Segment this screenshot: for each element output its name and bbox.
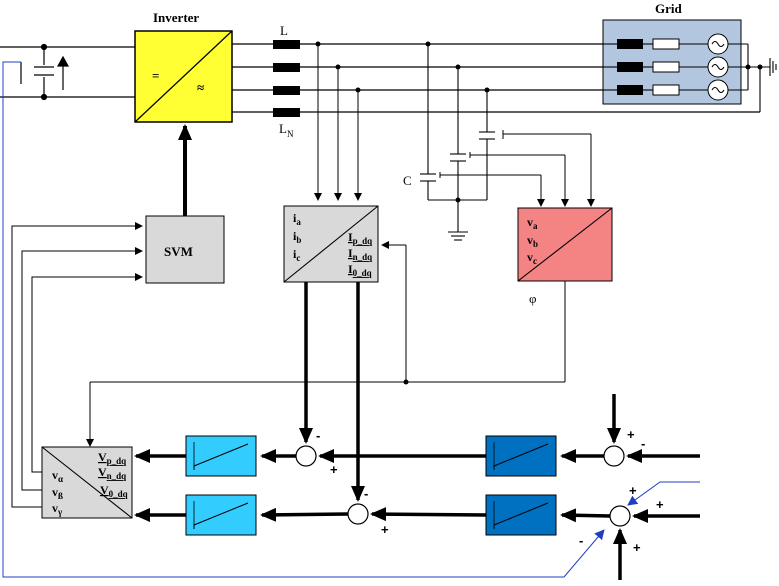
sign-plus-2: + — [381, 522, 389, 537]
ac-symbol: ≈ — [197, 80, 204, 95]
inverse-input-n: Vn_dq — [98, 465, 126, 481]
sign-plus-6: + — [633, 540, 641, 555]
line-inductors — [273, 40, 300, 117]
current-transform-block: ia ib ic Ip_dq In_dq I0_dq — [283, 205, 379, 283]
sign-minus-1: - — [316, 428, 320, 443]
sign-plus-4: + — [629, 483, 637, 498]
current-input-a: ia — [293, 211, 301, 227]
svm-feedback-wires — [11, 222, 143, 508]
voltage-input-c: vc — [527, 250, 537, 266]
sign-minus-3: - — [641, 436, 645, 451]
dc-symbol: = — [152, 68, 159, 83]
neutral-inductor-label: LN — [279, 121, 294, 139]
svm-block: SVM — [145, 215, 225, 284]
voltage-transform-block: va vb vc — [517, 207, 613, 282]
svm-label: SVM — [164, 244, 193, 259]
capacitor-label: C — [403, 173, 412, 188]
controller-light-top — [185, 435, 257, 477]
inverse-output-beta: vß — [52, 485, 63, 501]
sign-plus-5: + — [656, 497, 664, 512]
grid-label: Grid — [655, 1, 682, 16]
controller-dark-top — [485, 435, 557, 477]
sign-minus-2: - — [364, 486, 368, 501]
current-output-n: In_dq — [348, 246, 372, 262]
controller-dark-bottom — [485, 494, 557, 536]
phi-feedback-black — [86, 241, 566, 447]
inverter-label: Inverter — [153, 10, 199, 25]
inverse-output-alpha: vα — [52, 468, 63, 484]
current-input-b: ib — [293, 229, 301, 245]
current-output-0: I0_dq — [348, 262, 372, 278]
junction-signs: - + - + + - + + - + — [316, 427, 664, 555]
inverse-input-0: V0_dq — [100, 483, 128, 499]
current-input-c: ic — [293, 247, 300, 263]
blue-feedback-lines — [2, 61, 700, 578]
dc-source — [0, 43, 135, 101]
voltage-sense-wires — [439, 130, 595, 207]
voltage-input-a: va — [527, 215, 538, 231]
phi-label: φ — [529, 291, 537, 306]
controller-light-bottom — [185, 494, 257, 536]
current-sense-wires — [314, 44, 362, 201]
sign-plus-3: + — [627, 427, 635, 442]
sign-plus-1: + — [330, 462, 338, 477]
inverse-transform-block: Vp_dq Vn_dq V0_dq vα vß vγ — [41, 446, 133, 519]
signal-paths — [134, 282, 700, 580]
inductor-label: L — [280, 23, 288, 38]
summing-junctions — [295, 445, 631, 527]
capacitor-bank — [420, 44, 495, 241]
inverse-output-gamma: vγ — [52, 501, 63, 517]
voltage-input-b: vb — [527, 233, 538, 249]
inverse-input-p: Vp_dq — [98, 450, 126, 466]
grid-block — [602, 19, 777, 112]
inverter-block: = ≈ — [134, 30, 233, 123]
current-output-p: Ip_dq — [348, 230, 372, 246]
sign-minus-4: - — [579, 533, 583, 548]
